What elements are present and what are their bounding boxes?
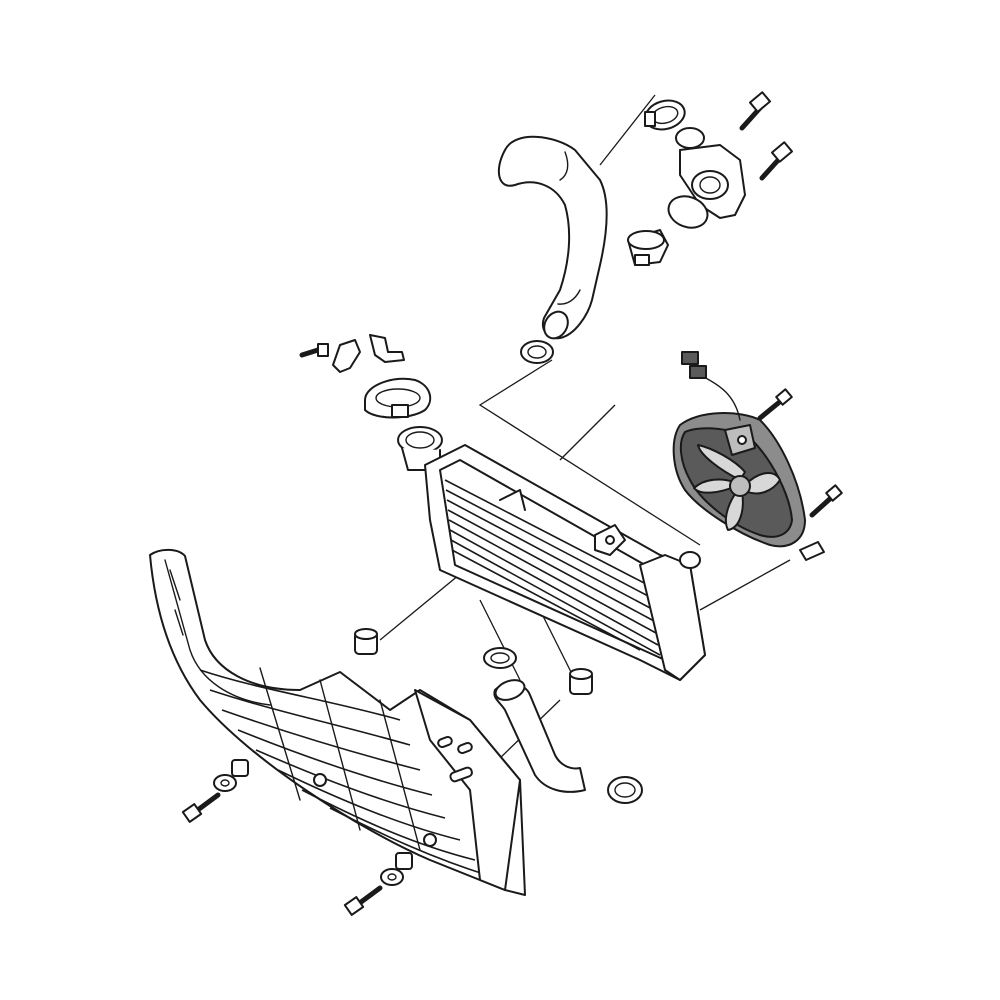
grille-slats <box>199 669 491 877</box>
bolt <box>181 792 383 916</box>
radiator-side-cover <box>149 548 526 896</box>
fan-blade <box>693 444 781 531</box>
radiator-grommet <box>354 628 593 695</box>
upper-radiator-hose <box>497 135 608 340</box>
o-ring <box>667 195 709 229</box>
collar <box>231 759 413 870</box>
hose-clamp <box>483 647 643 804</box>
cooling-fan-assembly[interactable] <box>672 412 806 548</box>
lower-radiator-hose <box>493 679 586 793</box>
radiator <box>397 426 706 681</box>
collar <box>799 541 825 561</box>
hose-clamp <box>520 340 554 364</box>
radiator-cap <box>364 377 432 419</box>
fan-connector <box>681 351 741 421</box>
filler-neck-bracket <box>299 334 405 373</box>
hose-clamp <box>644 99 686 131</box>
washer <box>213 774 404 886</box>
radiator-fins <box>444 479 661 656</box>
thermostat-housing <box>675 127 746 219</box>
thermostat <box>627 229 669 266</box>
bolt <box>757 388 843 518</box>
bolt <box>739 91 793 181</box>
